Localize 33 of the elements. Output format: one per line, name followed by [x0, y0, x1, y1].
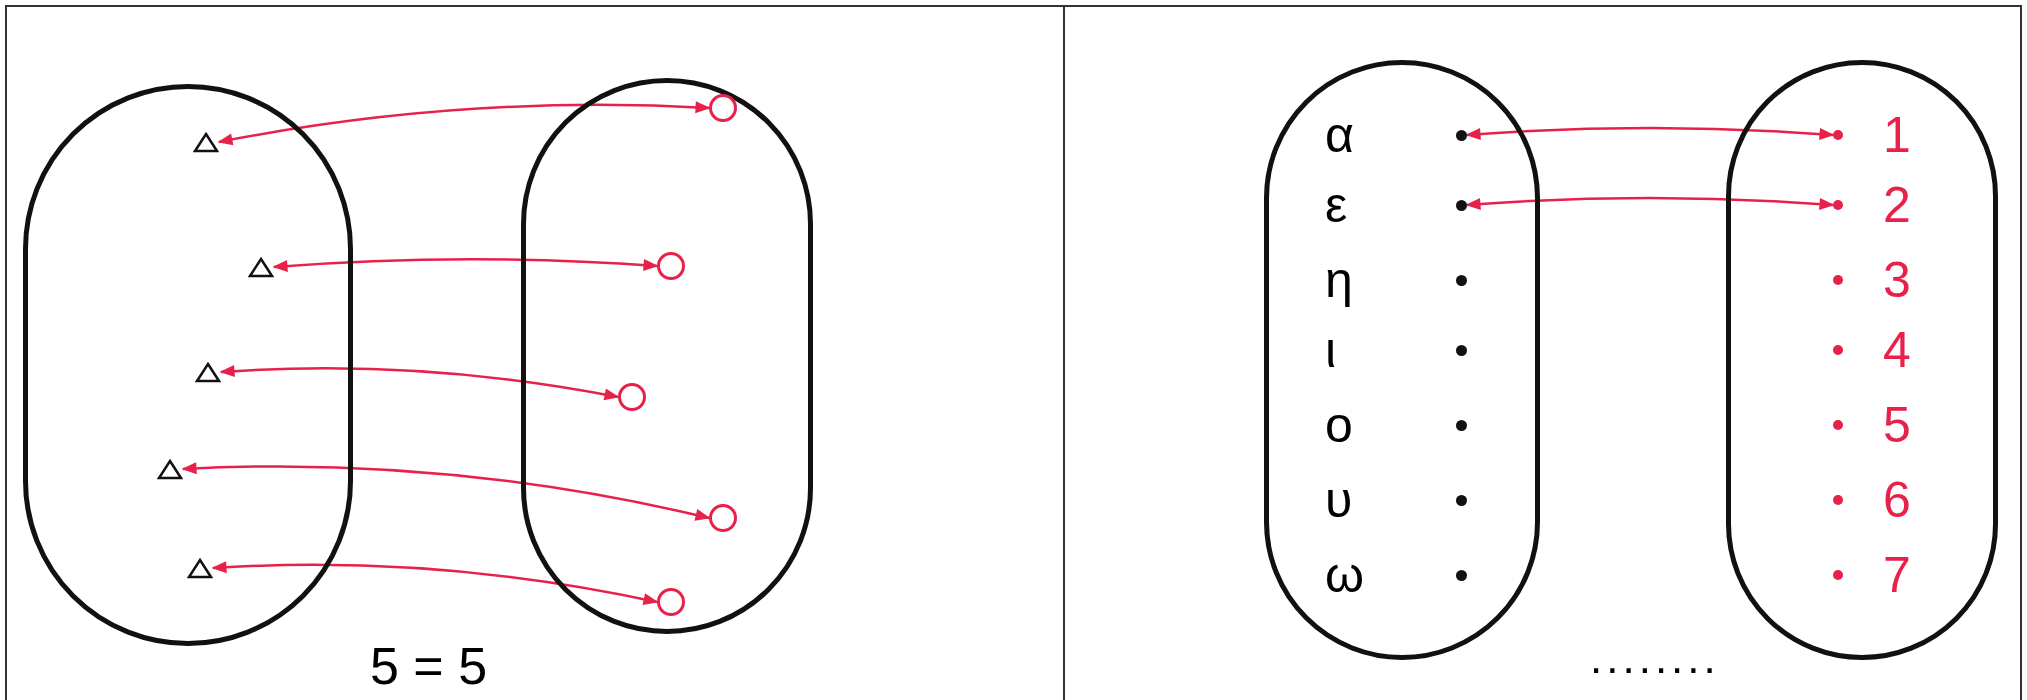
set-element: 7: [1833, 547, 1943, 603]
double-arrow: [181, 462, 711, 521]
double-arrow: [211, 561, 659, 606]
set-element: 6: [1833, 472, 1943, 528]
set-element: υ: [1325, 472, 1467, 528]
triangle-marker: [157, 458, 183, 480]
double-arrow: [1465, 196, 1835, 211]
double-arrow: [217, 101, 711, 146]
set-element: ι: [1325, 322, 1467, 378]
triangle-marker: [248, 256, 274, 278]
set-element: 5: [1833, 397, 1943, 453]
circle-marker: [709, 504, 737, 532]
set-element: ω: [1325, 547, 1467, 603]
set-element: ο: [1325, 397, 1467, 453]
set-element: α: [1325, 107, 1467, 163]
double-arrow: [219, 365, 620, 401]
set-element: 3: [1833, 252, 1943, 308]
circle-marker: [657, 588, 685, 616]
set-element: η: [1325, 252, 1467, 308]
triangle-marker: [187, 557, 213, 579]
equation-text: 5 = 5: [370, 640, 488, 692]
set-element: ε: [1325, 177, 1467, 233]
circle-marker: [657, 252, 685, 280]
set-element: 2: [1833, 177, 1943, 233]
circle-marker: [709, 94, 737, 122]
dotted-line-text: ........: [1590, 636, 1720, 680]
set-element: 1: [1833, 107, 1943, 163]
triangle-marker: [195, 361, 221, 383]
circle-marker: [618, 383, 646, 411]
double-arrow: [1465, 126, 1835, 141]
set-element: 4: [1833, 322, 1943, 378]
triangle-marker: [193, 131, 219, 153]
double-arrow: [272, 258, 659, 272]
